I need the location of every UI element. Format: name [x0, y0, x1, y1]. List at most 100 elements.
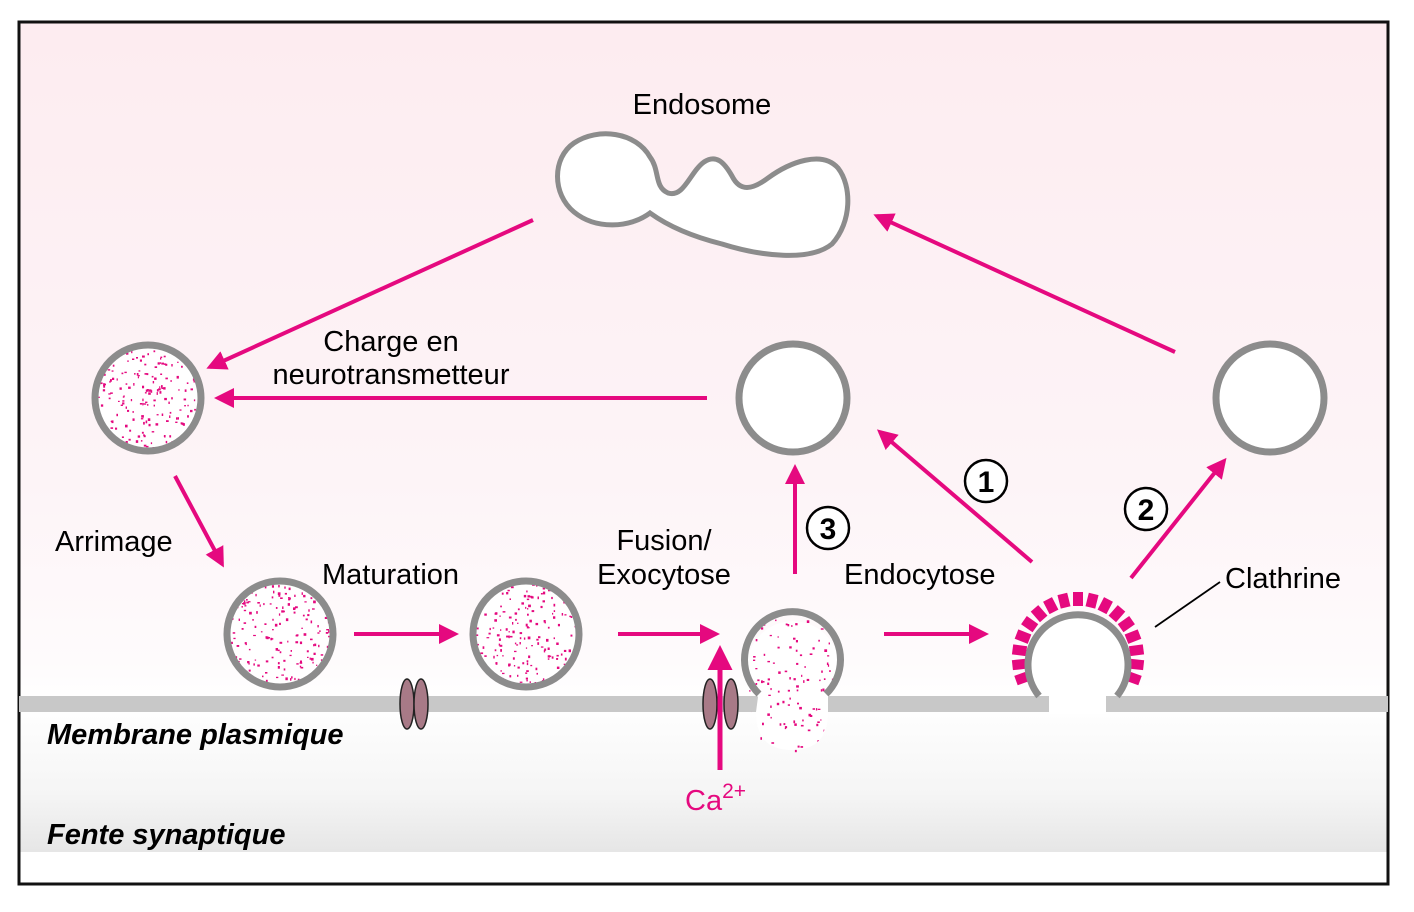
neurotransmitter-dot: [777, 646, 780, 649]
neurotransmitter-dot: [271, 585, 274, 588]
vesicle-docked: [223, 577, 337, 691]
neurotransmitter-dot: [500, 649, 502, 652]
neurotransmitter-dot: [136, 373, 139, 376]
neurotransmitter-dot: [165, 377, 168, 380]
neurotransmitter-dot: [514, 642, 517, 645]
neurotransmitter-dot: [193, 399, 196, 402]
neurotransmitter-dot: [186, 382, 189, 384]
neurotransmitter-dot: [526, 590, 528, 593]
neurotransmitter-dot: [122, 400, 125, 402]
clathrin-subunit: [1030, 605, 1048, 623]
neurotransmitter-dot: [287, 640, 289, 643]
neurotransmitter-dot: [784, 670, 788, 673]
neurotransmitter-dot: [800, 724, 804, 727]
neurotransmitter-dot: [551, 596, 553, 600]
neurotransmitter-dot: [163, 355, 166, 358]
neurotransmitter-dot: [318, 644, 320, 648]
neurotransmitter-dot: [526, 662, 529, 666]
neurotransmitter-dot: [570, 634, 573, 637]
neurotransmitter-dot: [302, 614, 305, 617]
neurotransmitter-dot: [236, 645, 240, 647]
neurotransmitter-dot: [553, 637, 555, 640]
neurotransmitter-dot: [536, 672, 538, 675]
neurotransmitter-dot: [496, 654, 499, 657]
neurotransmitter-dot: [243, 622, 247, 624]
neurotransmitter-dot: [296, 634, 299, 636]
neurotransmitter-dot: [271, 656, 274, 659]
neurotransmitter-dot: [304, 601, 307, 603]
neurotransmitter-dot: [297, 678, 300, 682]
neurotransmitter-dot: [270, 637, 273, 641]
neurotransmitter-dot: [527, 636, 531, 640]
neurotransmitter-dot: [178, 389, 180, 391]
neurotransmitter-dot: [517, 674, 519, 677]
neurotransmitter-dot: [800, 746, 804, 748]
neurotransmitter-dot: [536, 638, 539, 641]
neurotransmitter-dot: [140, 440, 143, 442]
neurotransmitter-dot: [265, 660, 269, 663]
neurotransmitter-dot: [494, 649, 497, 652]
neurotransmitter-dot: [165, 440, 168, 444]
neurotransmitter-dot: [526, 670, 529, 672]
neurotransmitter-dot: [502, 611, 506, 613]
neurotransmitter-dot: [295, 606, 298, 609]
neurotransmitter-dot: [155, 423, 159, 426]
vesicle-empty-right: [1212, 340, 1328, 456]
neurotransmitter-dot: [103, 384, 106, 388]
neurotransmitter-dot: [132, 358, 135, 360]
neurotransmitter-dot: [279, 641, 283, 644]
neurotransmitter-dot: [288, 598, 291, 601]
neurotransmitter-dot: [517, 608, 520, 611]
neurotransmitter-dot: [799, 654, 803, 657]
neurotransmitter-dot: [141, 431, 144, 434]
neurotransmitter-dot: [556, 654, 559, 657]
neurotransmitter-dot: [290, 650, 292, 652]
neurotransmitter-dot: [560, 653, 563, 656]
neurotransmitter-dot: [807, 729, 811, 732]
neurotransmitter-dot: [557, 623, 560, 627]
neurotransmitter-dot: [784, 726, 788, 729]
neurotransmitter-dot: [755, 668, 758, 670]
clathrine-label: Clathrine: [1225, 563, 1341, 595]
neurotransmitter-dot: [116, 413, 118, 417]
neurotransmitter-dot: [265, 679, 268, 683]
neurotransmitter-dot: [153, 350, 156, 353]
neurotransmitter-dot: [303, 594, 306, 598]
neurotransmitter-dot: [525, 672, 528, 674]
neurotransmitter-dot: [288, 597, 290, 599]
neurotransmitter-dot: [767, 660, 770, 663]
neurotransmitter-dot: [797, 702, 799, 705]
neurotransmitter-dot: [525, 623, 528, 627]
neurotransmitter-dot: [498, 638, 501, 641]
neurotransmitter-dot: [771, 742, 775, 744]
neurotransmitter-dot: [285, 677, 288, 681]
neurotransmitter-dot: [543, 620, 546, 623]
neurotransmitter-dot: [158, 388, 161, 391]
clathrine-leader-line: [1154, 581, 1221, 628]
vesicle-empty-center: [735, 340, 851, 456]
neurotransmitter-dot: [753, 659, 756, 661]
neurotransmitter-dot: [310, 657, 314, 661]
neurotransmitter-dot: [176, 417, 178, 420]
neurotransmitter-dot: [287, 603, 290, 606]
neurotransmitter-dot: [816, 723, 819, 727]
arrow-arrimage: [173, 475, 224, 568]
neurotransmitter-dot: [181, 365, 183, 368]
neurotransmitter-dot: [290, 678, 292, 681]
neurotransmitter-dot: [328, 630, 330, 633]
neurotransmitter-dot: [140, 418, 144, 420]
neurotransmitter-dot: [772, 662, 775, 664]
neurotransmitter-dot: [255, 593, 257, 597]
neurotransmitter-dot: [177, 417, 179, 420]
neurotransmitter-dot: [526, 679, 528, 682]
neurotransmitter-dot: [776, 702, 780, 706]
neurotransmitter-dot: [108, 393, 111, 395]
neurotransmitter-dot: [125, 383, 128, 385]
neurotransmitter-dot: [262, 675, 264, 678]
neurotransmitter-dot: [235, 656, 238, 659]
pathway-3-badge: 3: [805, 505, 851, 551]
neurotransmitter-dot: [151, 375, 154, 378]
neurotransmitter-dot: [500, 605, 502, 608]
neurotransmitter-dot: [779, 723, 782, 726]
